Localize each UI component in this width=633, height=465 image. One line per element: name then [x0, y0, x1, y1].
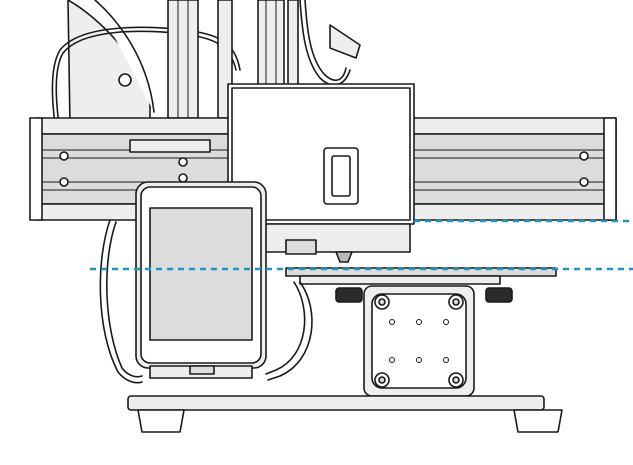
rail-screw-icon [178, 173, 188, 183]
rail-screw-icon [178, 157, 188, 167]
screen-display [149, 207, 253, 341]
rail-screw-icon [59, 151, 69, 161]
spool-holder [67, 0, 361, 126]
cable-loop [99, 219, 313, 384]
x-axis-rail [29, 117, 617, 221]
base-foot [137, 409, 185, 433]
print-head [227, 83, 415, 263]
spool-screw-icon [118, 73, 132, 87]
leveling-guide-lines [90, 219, 633, 271]
nozzle [335, 251, 353, 263]
rail-screw-icon [579, 177, 589, 187]
leveling-knob [485, 287, 513, 303]
touch-screen [135, 181, 267, 379]
filament-tube [51, 0, 351, 161]
rail-screw-icon [59, 177, 69, 187]
rail-screw-icon [579, 151, 589, 161]
build-plate [285, 267, 557, 303]
base-foot [513, 409, 563, 433]
base-plate [127, 395, 563, 433]
y-carriage [363, 285, 475, 397]
leveling-knob [335, 287, 363, 303]
